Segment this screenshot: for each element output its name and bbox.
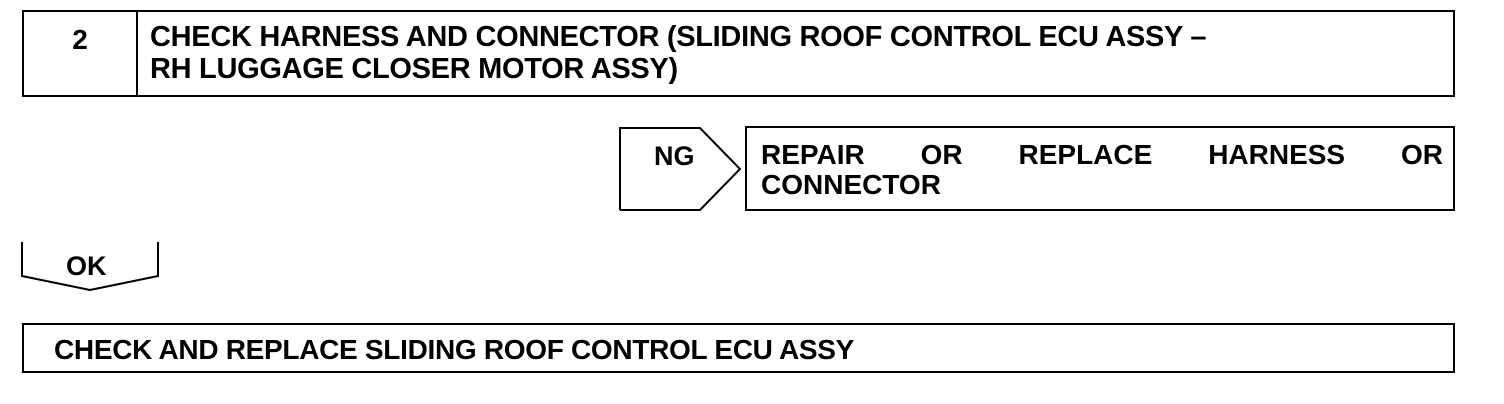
step-header: 2 CHECK HARNESS AND CONNECTOR (SLIDING R… xyxy=(22,10,1455,97)
ng-result-line1: REPAIR OR REPLACE HARNESS OR xyxy=(761,140,1443,170)
ng-result-word: HARNESS xyxy=(1208,139,1346,170)
ng-result-word: REPLACE xyxy=(1018,139,1153,170)
final-action-box: CHECK AND REPLACE SLIDING ROOF CONTROL E… xyxy=(22,323,1455,373)
step-title: CHECK HARNESS AND CONNECTOR (SLIDING ROO… xyxy=(150,21,1433,85)
ng-label: NG xyxy=(654,141,695,171)
ng-arrow-icon xyxy=(619,127,742,211)
ng-result-word: OR xyxy=(920,139,963,170)
ng-result-word: OR xyxy=(1401,139,1443,170)
ok-label: OK xyxy=(66,251,107,281)
step-title-line2: RH LUGGAGE CLOSER MOTOR ASSY) xyxy=(150,53,678,85)
ng-result-line2: CONNECTOR xyxy=(761,169,941,200)
final-action-text: CHECK AND REPLACE SLIDING ROOF CONTROL E… xyxy=(54,334,855,365)
ok-arrow-icon xyxy=(21,242,159,292)
ng-result-word: REPAIR xyxy=(761,139,865,170)
ng-result-box: REPAIR OR REPLACE HARNESS OR CONNECTOR xyxy=(745,126,1455,211)
step-number: 2 xyxy=(24,12,138,95)
step-title-line1: CHECK HARNESS AND CONNECTOR (SLIDING ROO… xyxy=(150,21,1207,53)
